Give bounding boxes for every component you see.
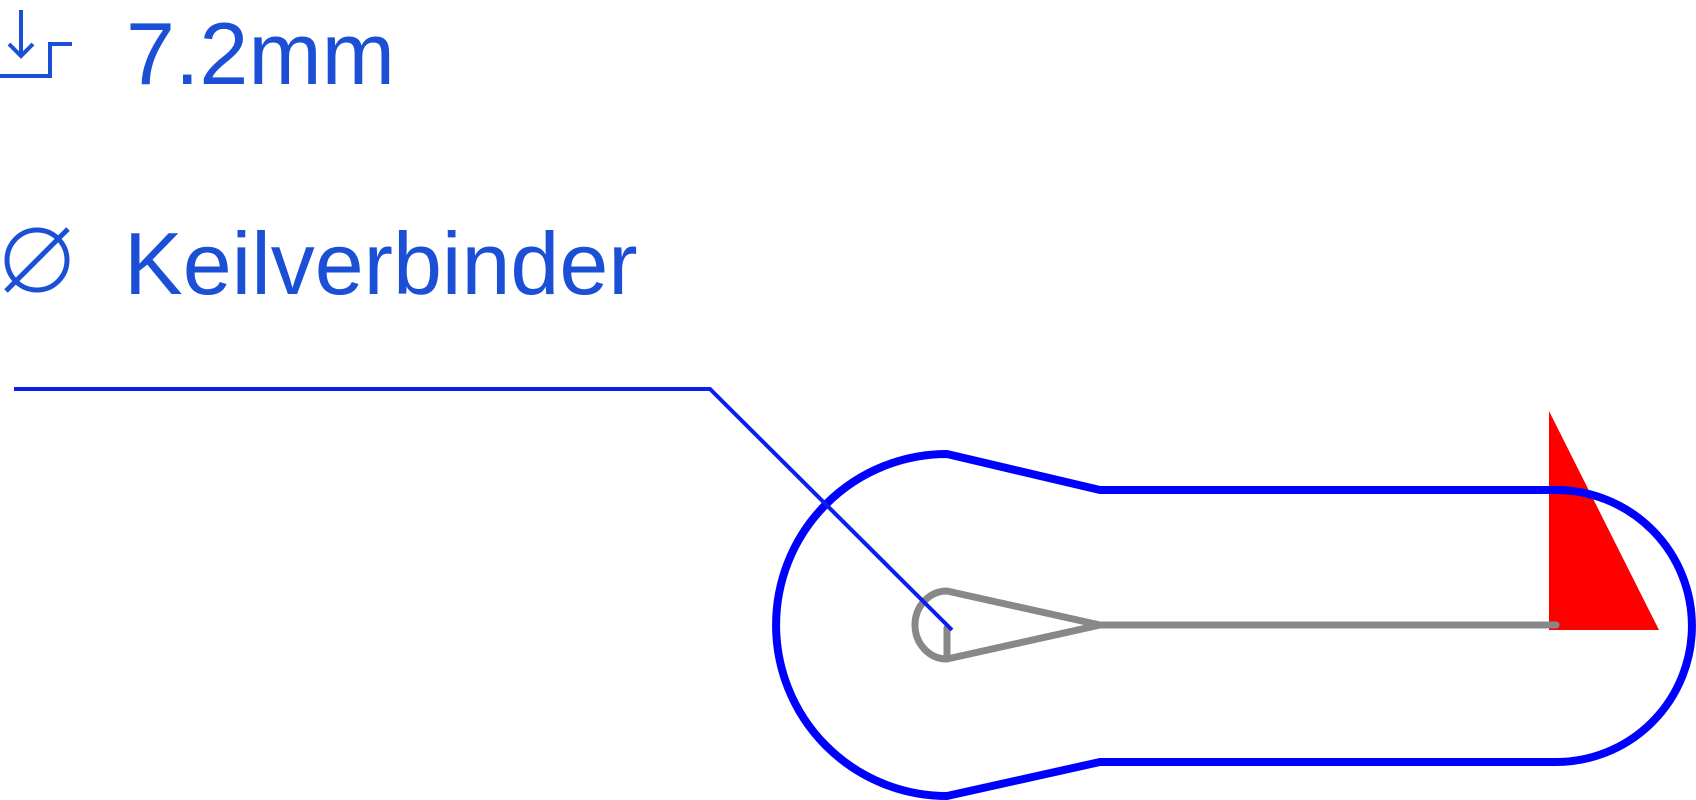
wedge-core-outline [911,587,1560,663]
leader-line [14,387,954,632]
red-marker-triangle [1549,411,1659,630]
counterbore-depth-icon [0,10,72,78]
diameter-symbol-icon [4,227,70,293]
hole-type-label: Keilverbinder [124,214,638,313]
keyhole-outline [772,450,1696,800]
depth-value-label: 7.2mm [126,4,395,103]
